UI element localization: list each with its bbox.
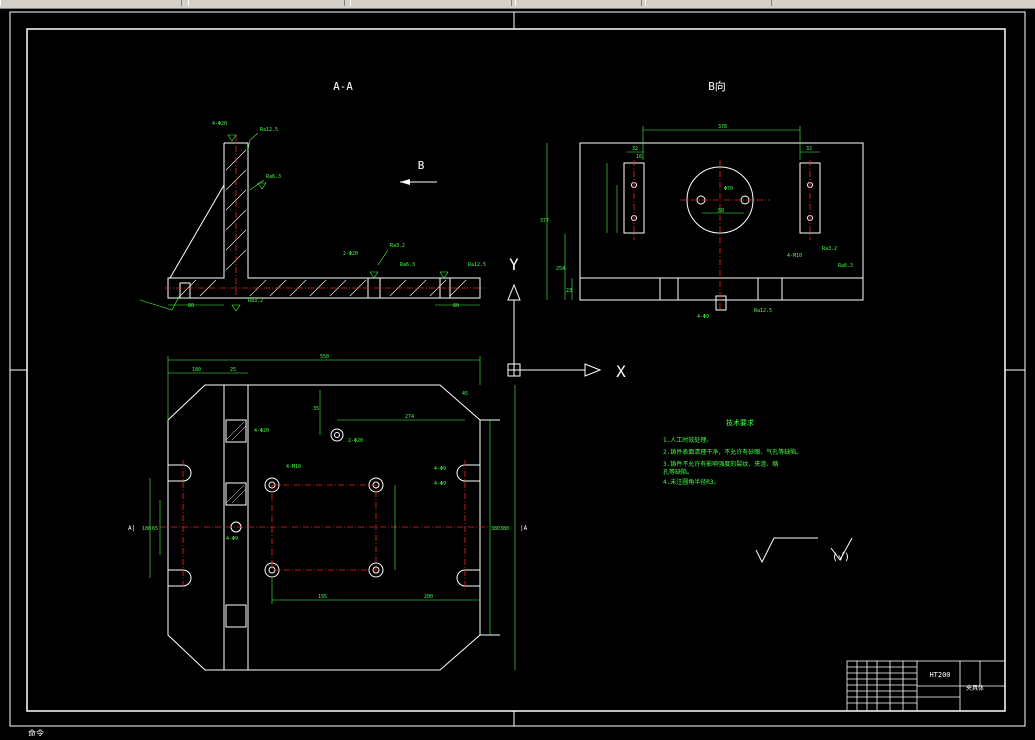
centering-marks: [10, 12, 1025, 726]
hole-note: 4-Φ20: [212, 121, 227, 127]
section-a-view: [167, 142, 481, 299]
section-a-title: A-A: [333, 80, 353, 93]
roughness-label: Ra3.2: [822, 246, 837, 252]
hole-note: 2-Φ20: [348, 438, 363, 444]
roughness-label: Ra12.5: [754, 308, 772, 314]
view-b-centerlines: [633, 160, 811, 310]
section-marker-right: |A: [520, 525, 528, 532]
ucs-y-label: Y: [509, 255, 519, 274]
toolbar-segment[interactable]: [188, 0, 345, 6]
dimension-text: 274: [405, 414, 414, 420]
tech-req-item: 1.人工时效处理。: [663, 436, 712, 444]
dimension-text: 45: [462, 391, 468, 397]
dimension-text: 378: [718, 124, 727, 130]
view-b: [579, 142, 864, 311]
hole-note: 4-M10: [787, 253, 802, 259]
surface-finish-symbol: [755, 537, 853, 564]
tech-req-item: 4.未注圆角半径R3。: [663, 478, 719, 486]
view-b-arrowhead: [400, 179, 410, 185]
toolbar-segment[interactable]: [645, 0, 772, 6]
dimension-text: 65: [152, 526, 158, 532]
tech-req-item: 3.铸件不允许有影响强度的裂纹、夹渣、缩: [663, 460, 778, 468]
plan-dims: [149, 356, 516, 670]
title-material: HT200: [929, 671, 950, 679]
dimension-text: 16: [636, 154, 642, 160]
toolbar-strip: [0, 0, 1035, 9]
dimension-text: 180: [142, 526, 151, 532]
dimension-text: 180: [192, 367, 201, 373]
roughness-label: Ra6.3: [400, 262, 415, 268]
tech-req-list: 1.人工时效处理。 2.铸件表面清理干净，不允许有砂眼、气孔等缺陷。 3.铸件不…: [663, 436, 802, 486]
roughness-label: Ra12.5: [260, 127, 278, 133]
hole-note: 4-Φ9: [434, 481, 446, 487]
dimension-text: 254: [556, 266, 565, 272]
roughness-label: Ra6.3: [838, 263, 853, 269]
drawing-canvas[interactable]: A-A B Ra12.5 Ra6.3 Ra3.2 Ra6.3 Ra12.5: [0, 9, 1035, 738]
dimension-text: 23: [566, 288, 572, 294]
hole-note: 4-Φ9: [226, 536, 238, 542]
title-drawing-name: 夹具体: [966, 684, 984, 692]
dimension-text: 88: [718, 208, 724, 214]
section-marker-left: A|: [128, 525, 135, 532]
plan-centerlines: [160, 460, 490, 590]
tech-req-item: 孔等缺陷。: [663, 468, 693, 476]
hole-note: 4-Φ9: [434, 466, 446, 472]
dimension-text: 35: [313, 406, 319, 412]
view-b-arrow-label: B: [418, 159, 425, 172]
tech-req-item: 2.铸件表面清理干净，不允许有砂眼、气孔等缺陷。: [663, 448, 802, 456]
plan-view: [167, 384, 500, 671]
title-block: [846, 660, 1006, 712]
tech-req-title: 技术要求: [726, 418, 754, 427]
outer-border: [9, 11, 1026, 727]
dimension-text: 32: [632, 146, 638, 152]
plan-hatch: [225, 421, 247, 504]
ucs-icon: [507, 283, 602, 377]
hole-note: 4-Φ9: [697, 314, 709, 320]
roughness-label: Ra3.2: [248, 298, 263, 304]
roughness-label: Ra3.2: [390, 243, 405, 249]
hole-note: 4-M10: [286, 464, 301, 470]
dimension-text: 80: [188, 303, 194, 309]
roughness-label: Ra12.5: [468, 262, 486, 268]
dimension-text: 25: [230, 367, 236, 373]
leader-lines: [139, 132, 480, 312]
dimension-text: 377: [540, 218, 549, 224]
toolbar-segment[interactable]: [0, 0, 182, 6]
dimension-text: 200: [424, 594, 433, 600]
surface-finish-note: (√): [832, 551, 850, 563]
hole-note: 2-Φ20: [343, 251, 358, 257]
view-b-title: B向: [708, 79, 726, 93]
dimension-text: 195: [318, 594, 327, 600]
dimension-text: Φ70: [724, 186, 733, 192]
toolbar-segment[interactable]: [515, 0, 642, 6]
dimension-text: 380: [491, 526, 500, 532]
view-b-dims: [546, 126, 820, 300]
roughness-label: Ra6.3: [266, 174, 281, 180]
ucs-x-label: X: [616, 362, 626, 381]
dimension-text: 32: [806, 146, 812, 152]
hole-note: 4-Φ20: [254, 428, 269, 434]
command-prompt[interactable]: 命令: [28, 728, 44, 738]
dimension-text: 380: [500, 526, 509, 532]
dimension-text: 550: [320, 354, 329, 360]
toolbar-segment[interactable]: [350, 0, 512, 6]
dimension-text: 80: [453, 303, 459, 309]
